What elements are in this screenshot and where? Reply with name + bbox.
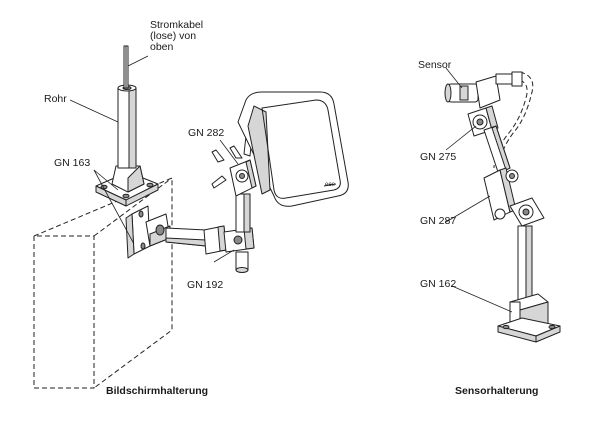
label-stromkabel: Stromkabel (lose) von oben bbox=[150, 19, 204, 53]
lower-joint bbox=[509, 197, 545, 227]
wall-block-outline bbox=[33, 177, 173, 389]
label-rohr: Rohr bbox=[44, 93, 67, 105]
leader-lines-right bbox=[445, 67, 513, 313]
label-gn275: GN 275 bbox=[420, 151, 457, 163]
side-flange-base bbox=[125, 205, 171, 259]
vertical-post bbox=[235, 193, 251, 233]
swivel-block bbox=[483, 167, 519, 221]
monitor bbox=[237, 91, 349, 207]
sensor-body bbox=[444, 71, 523, 109]
top-flange-base bbox=[95, 165, 159, 207]
label-gn282: GN 282 bbox=[188, 127, 225, 139]
caption-right: Sensorhalterung bbox=[455, 385, 539, 397]
sensor-post bbox=[517, 225, 533, 303]
monitor-mark: eee bbox=[325, 182, 336, 188]
connecting-rod bbox=[483, 125, 511, 173]
horizontal-arm bbox=[165, 227, 207, 247]
square-base bbox=[497, 293, 561, 343]
label-gn287: GN 287 bbox=[420, 215, 457, 227]
caption-left: Bildschirmhalterung bbox=[106, 385, 209, 397]
cross-clamp bbox=[203, 225, 255, 273]
label-gn162: GN 162 bbox=[420, 278, 457, 290]
tilt-joint bbox=[211, 135, 257, 197]
vertical-tube bbox=[117, 84, 137, 169]
power-cable bbox=[123, 45, 129, 89]
label-gn163: GN 163 bbox=[54, 157, 91, 169]
label-sensor: Sensor bbox=[418, 59, 452, 71]
label-gn192: GN 192 bbox=[187, 279, 224, 291]
leader-lines-left bbox=[69, 55, 239, 263]
